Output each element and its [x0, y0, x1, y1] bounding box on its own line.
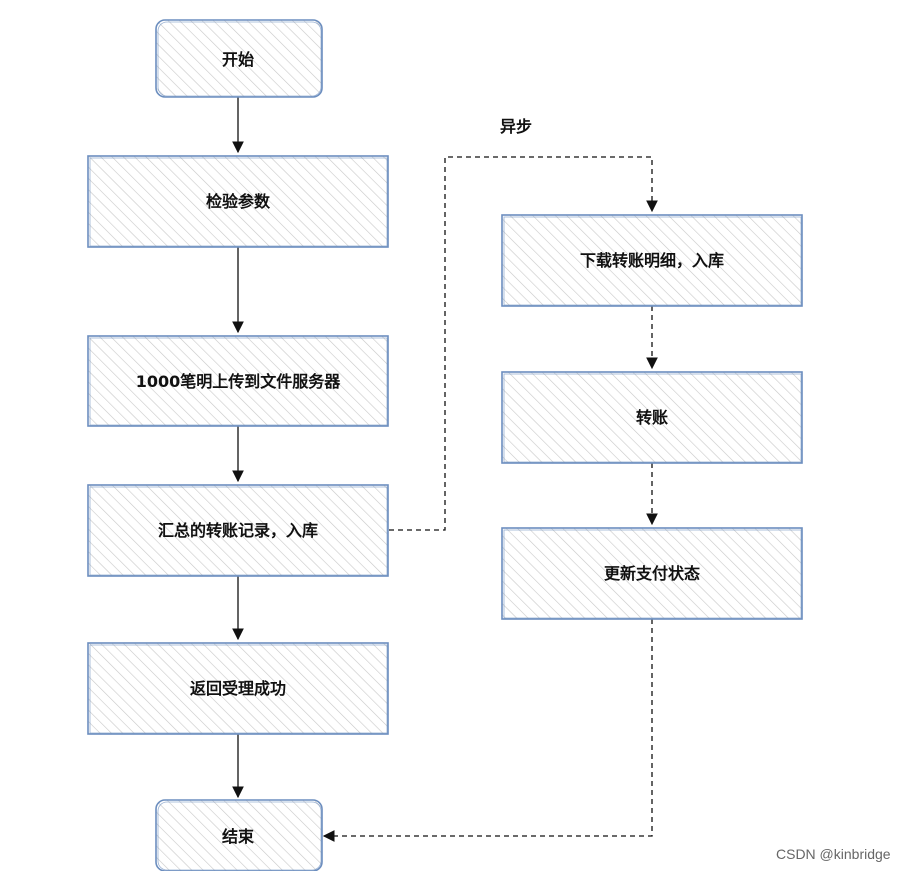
node-start-label: 开始	[222, 50, 254, 69]
node-summary-label: 汇总的转账记录，入库	[158, 521, 318, 540]
node-transfer[interactable]: 转账	[501, 371, 803, 464]
node-transfer-label: 转账	[636, 408, 668, 427]
async-label: 异步	[500, 117, 532, 136]
node-accepted[interactable]: 返回受理成功	[87, 642, 389, 735]
node-accepted-label: 返回受理成功	[190, 679, 286, 698]
node-validate[interactable]: 检验参数	[87, 155, 389, 248]
watermark: CSDN @kinbridge	[776, 846, 891, 862]
node-download[interactable]: 下载转账明细，入库	[501, 214, 803, 307]
node-end[interactable]: 结束	[155, 799, 323, 871]
node-end-label: 结束	[221, 827, 255, 846]
node-start[interactable]: 开始	[155, 19, 323, 98]
node-update-label: 更新支付状态	[604, 564, 700, 583]
node-upload[interactable]: 1000笔明上传到文件服务器	[87, 335, 389, 427]
edges-async: 异步	[322, 117, 658, 842]
node-validate-label: 检验参数	[206, 192, 271, 211]
node-upload-label: 1000笔明上传到文件服务器	[136, 372, 342, 391]
node-summary[interactable]: 汇总的转账记录，入库	[87, 484, 389, 577]
edge-summary-download	[389, 156, 658, 531]
edge-update-end	[322, 619, 653, 842]
node-download-label: 下载转账明细，入库	[580, 251, 724, 270]
node-update[interactable]: 更新支付状态	[501, 527, 803, 620]
